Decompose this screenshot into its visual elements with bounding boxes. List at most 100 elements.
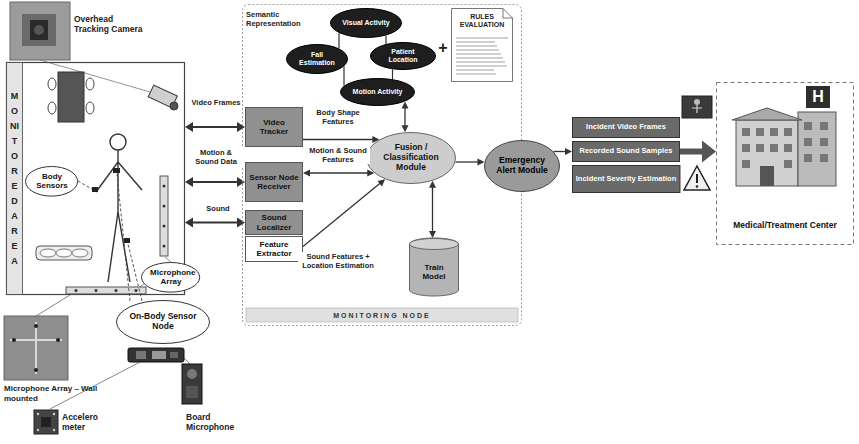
arrowhead [429,231,436,238]
connector-line [343,66,344,85]
accelerometer-board [37,429,39,431]
arrowhead [377,179,385,186]
wall-microphone-photo [34,368,38,372]
semantic-ellipse: Fall Estimation [286,44,348,74]
connector [392,69,393,79]
node-text-block: Fusion / Classification Module [379,143,444,172]
room-furniture [72,249,88,257]
hospital-building [784,160,792,168]
sensor-board [128,348,184,362]
body-sensor-marks [92,168,130,243]
leader-line [117,174,130,301]
hospital-building [732,86,836,186]
node-text-block: Body Sensors [33,172,70,190]
caption-label: Microphone Array – Wall mounted [4,384,122,403]
node-text-block: Sound Localizer [249,213,299,231]
box-outline [246,108,303,147]
edge-label: Motion & Sound Data [188,148,244,166]
arrowhead [303,170,310,177]
document-line [456,46,497,47]
node-label: Feature Extractor [249,240,299,258]
process-box: Sensor Node Receiver [245,162,303,202]
node-text-block: Sensor Node Receiver [249,173,299,191]
connector [339,33,340,49]
camera-photo [34,25,44,35]
box-outline [246,237,303,262]
document-fold [503,9,513,19]
ellipse-outline [117,301,210,344]
node-text-block: Video Tracker [249,118,299,136]
connector [185,218,245,228]
box-outline [572,166,679,193]
connector-line [385,35,386,44]
hospital-building [784,128,792,136]
tracking-camera [170,102,178,110]
microphone-strip [66,287,146,294]
person-figure [96,134,142,282]
arrowhead [402,102,409,109]
plus-sign: + [437,38,449,57]
connector-line [191,126,240,128]
node-label: Visual Activity [342,19,389,27]
node-text-block: Emergency Alert Module [495,156,550,176]
label-ellipse: Body Sensors [25,166,78,197]
connector-line [303,139,374,140]
ellipse-outline [371,43,436,70]
node-label: Incident Video Frames [586,123,666,132]
dotted-border [243,5,522,326]
accelerometer-board [34,410,58,434]
node-label: Fall Estimation [295,51,340,67]
ellipse-outline [367,133,456,184]
ellipse-outline [341,79,415,106]
node-text-block: Microphone Array [150,268,192,286]
node-text-block: Fall Estimation [295,51,340,67]
ellipse-outline [485,141,560,192]
node-label: Video Tracker [249,118,299,136]
edge-label: Motion & Sound Features [306,146,370,164]
node-text-block: Visual Activity [342,19,389,27]
document-line [456,50,499,51]
hospital-building [784,144,792,152]
hospital-building [804,138,812,146]
output-box: Incident Video Frames [572,117,680,138]
connector-line [432,186,433,233]
hospital-building [742,122,828,168]
microphone-strip [163,185,166,188]
node-label: Recorded Sound Samples [580,147,673,156]
node-label: Incident Severity Estimation [576,175,676,184]
hospital-building [804,154,812,162]
process-box: Sound Localizer [245,210,303,235]
hospital-building [736,120,798,186]
person-figure [118,162,142,190]
semantic-ellipse: Motion Activity [340,78,415,106]
connector [185,177,245,187]
leader-line [165,257,171,262]
arrowhead [237,177,245,187]
connector [386,35,387,44]
leader-line [40,60,150,92]
database-cylinder: Train Model [409,238,459,296]
node-text-block: Train Model [413,263,455,281]
node-text-block: Motion Activity [353,88,403,96]
person-figure [96,162,118,192]
wall-microphone-photo [4,316,68,380]
node-label: RULES EVALUATION [455,13,509,29]
microphone-strip [163,225,166,228]
accelerometer-board [53,413,55,415]
node-label: Train Model [413,263,455,281]
hospital-building [820,154,828,162]
box-outline [573,142,680,162]
connector [554,148,572,155]
accelerometer-board [37,413,39,415]
arrowhead [185,177,193,187]
connector-line [303,182,381,246]
semantic-ellipse: Visual Activity [330,8,402,38]
process-box: Feature Extractor [245,236,303,262]
room-furniture [86,78,94,90]
document-line [456,66,507,67]
wall-microphone-photo [12,338,16,342]
sensor-board [152,351,166,359]
board-microphone [182,364,202,404]
video-thumbnail [682,96,712,118]
